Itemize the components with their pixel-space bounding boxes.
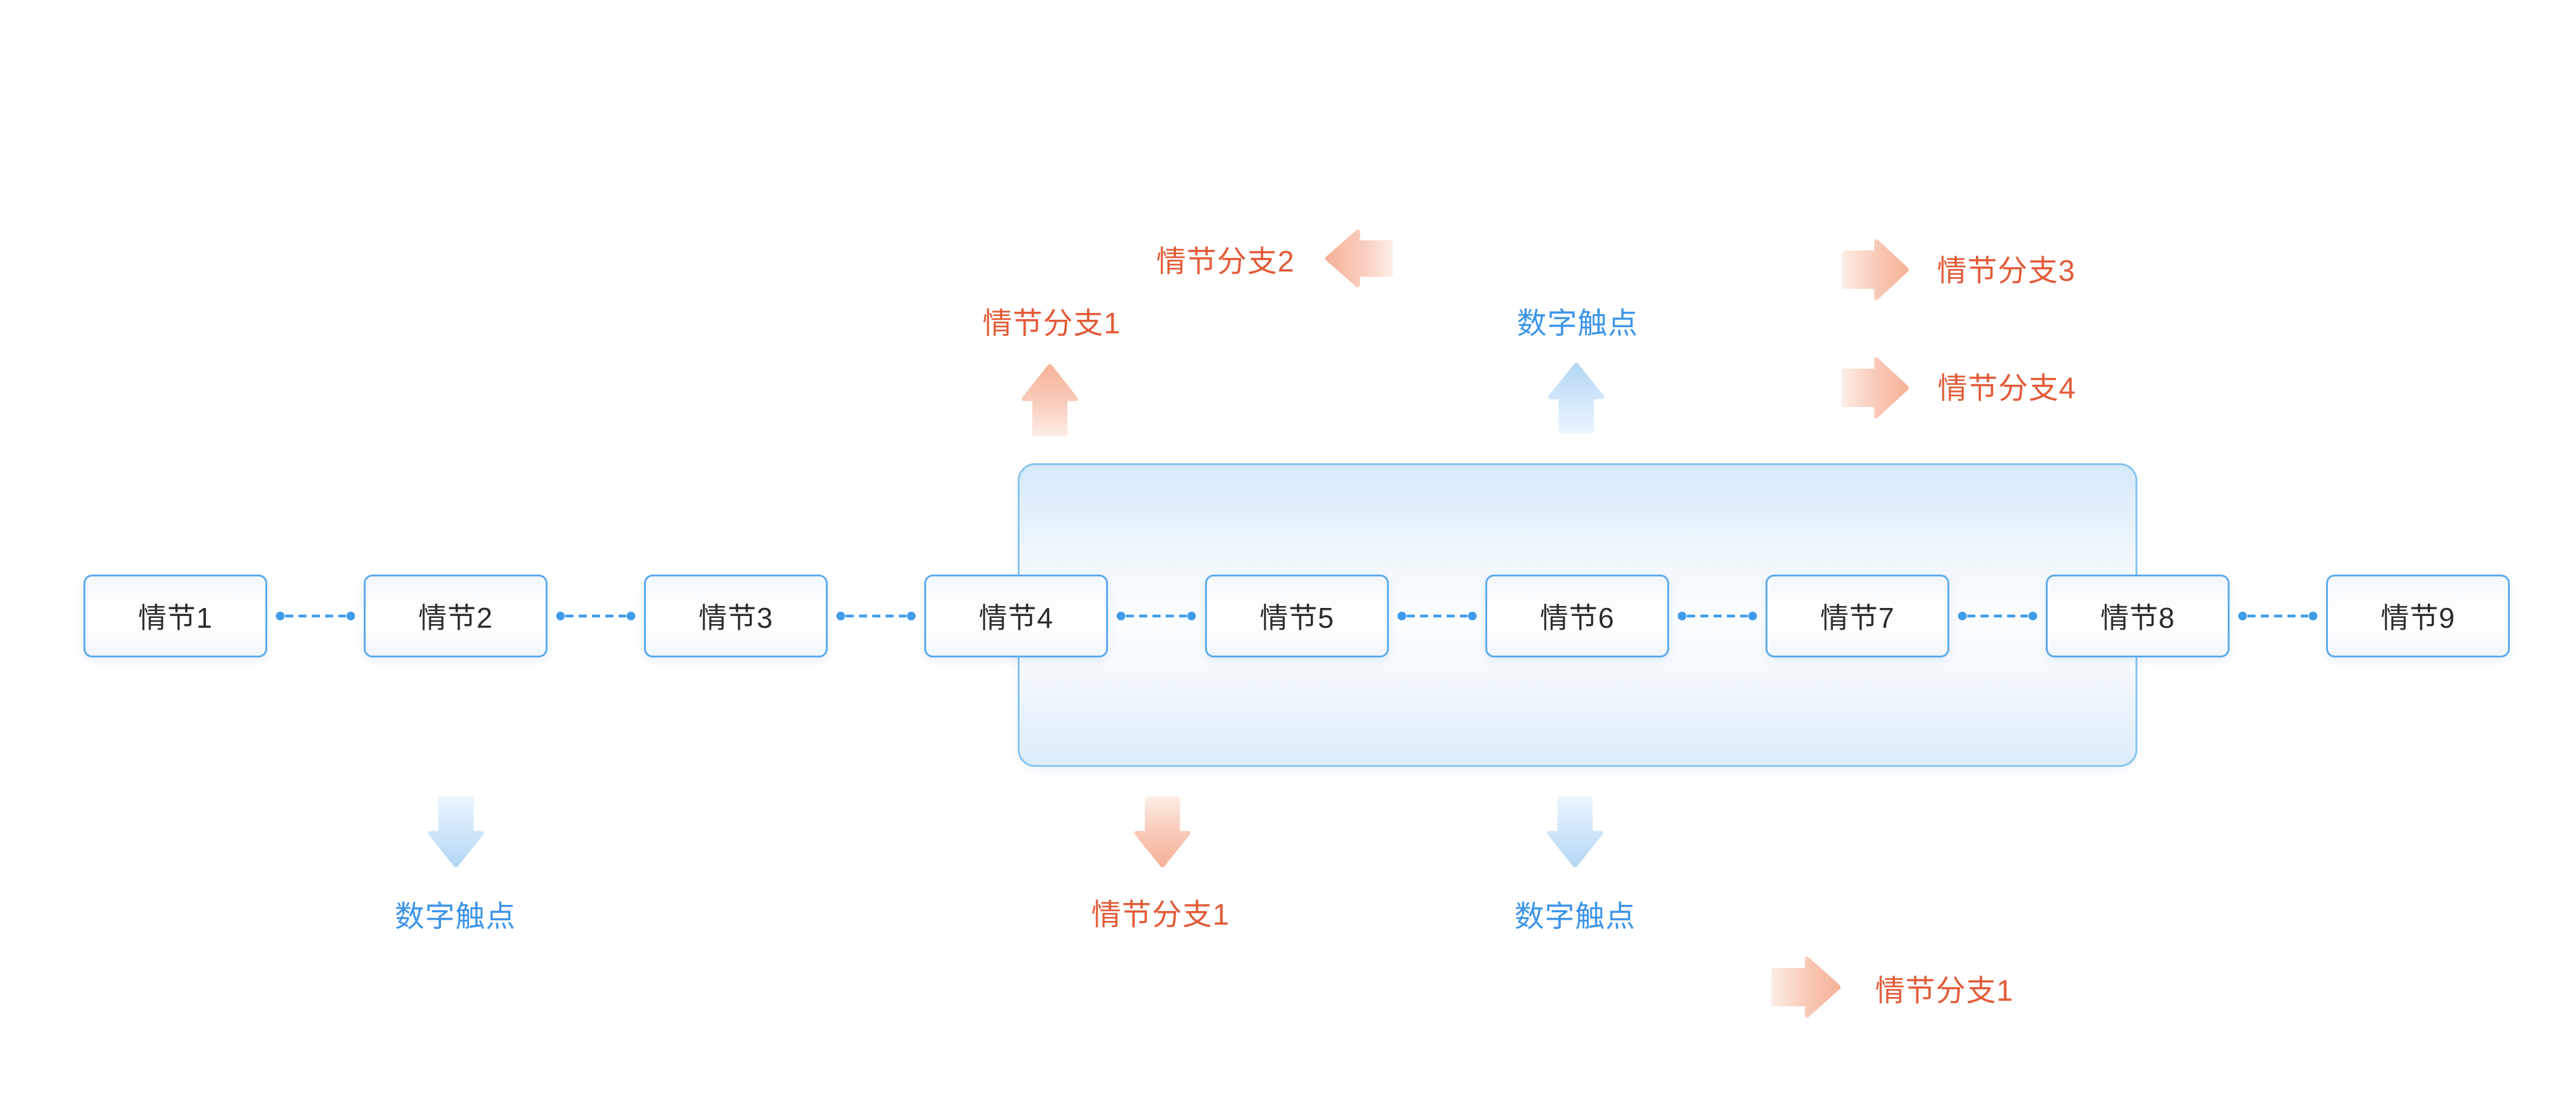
node-connector-4-5 bbox=[1117, 612, 1196, 620]
plot-node-5[interactable]: 情节5 bbox=[1205, 575, 1389, 657]
branch-label-bottom-1: 情节分支1 bbox=[1091, 899, 1230, 931]
node-connector-1-2 bbox=[276, 612, 355, 620]
plot-node-1[interactable]: 情节1 bbox=[84, 575, 267, 657]
right-arrow-icon bbox=[1771, 956, 1841, 1018]
branch-label-bottom-right-1: 情节分支1 bbox=[1875, 975, 2014, 1008]
branch-label-top-2: 情节分支2 bbox=[1156, 246, 1295, 278]
up-arrow-icon bbox=[1548, 362, 1605, 434]
node-connector-8-9 bbox=[2238, 612, 2317, 620]
down-arrow-icon bbox=[1547, 796, 1604, 868]
up-arrow-icon bbox=[1021, 364, 1078, 437]
plot-node-6[interactable]: 情节6 bbox=[1485, 575, 1669, 657]
down-arrow-icon bbox=[427, 796, 484, 868]
right-arrow-icon bbox=[1841, 239, 1909, 301]
branch-label-top-1: 情节分支1 bbox=[982, 307, 1121, 340]
node-connector-7-8 bbox=[1958, 612, 2037, 620]
plot-node-8[interactable]: 情节8 bbox=[2046, 575, 2230, 657]
touchpoint-label-bottom-mid: 数字触点 bbox=[1514, 901, 1636, 933]
plot-node-3[interactable]: 情节3 bbox=[644, 575, 828, 657]
down-arrow-icon bbox=[1134, 796, 1191, 868]
node-connector-3-4 bbox=[836, 612, 916, 620]
plot-node-2[interactable]: 情节2 bbox=[364, 575, 547, 657]
right-arrow-icon bbox=[1841, 357, 1909, 419]
touchpoint-label-top: 数字触点 bbox=[1516, 307, 1639, 340]
plot-node-4[interactable]: 情节4 bbox=[924, 575, 1108, 657]
plot-node-9[interactable]: 情节9 bbox=[2326, 575, 2510, 657]
node-connector-5-6 bbox=[1397, 612, 1477, 620]
node-connector-6-7 bbox=[1678, 612, 1757, 620]
plot-node-7[interactable]: 情节7 bbox=[1766, 575, 1949, 657]
left-arrow-icon bbox=[1325, 229, 1393, 288]
node-connector-2-3 bbox=[556, 612, 635, 620]
branch-label-right-4: 情节分支4 bbox=[1938, 372, 2076, 405]
branch-label-right-3: 情节分支3 bbox=[1937, 255, 2076, 288]
touchpoint-label-bottom-left: 数字触点 bbox=[394, 901, 517, 933]
